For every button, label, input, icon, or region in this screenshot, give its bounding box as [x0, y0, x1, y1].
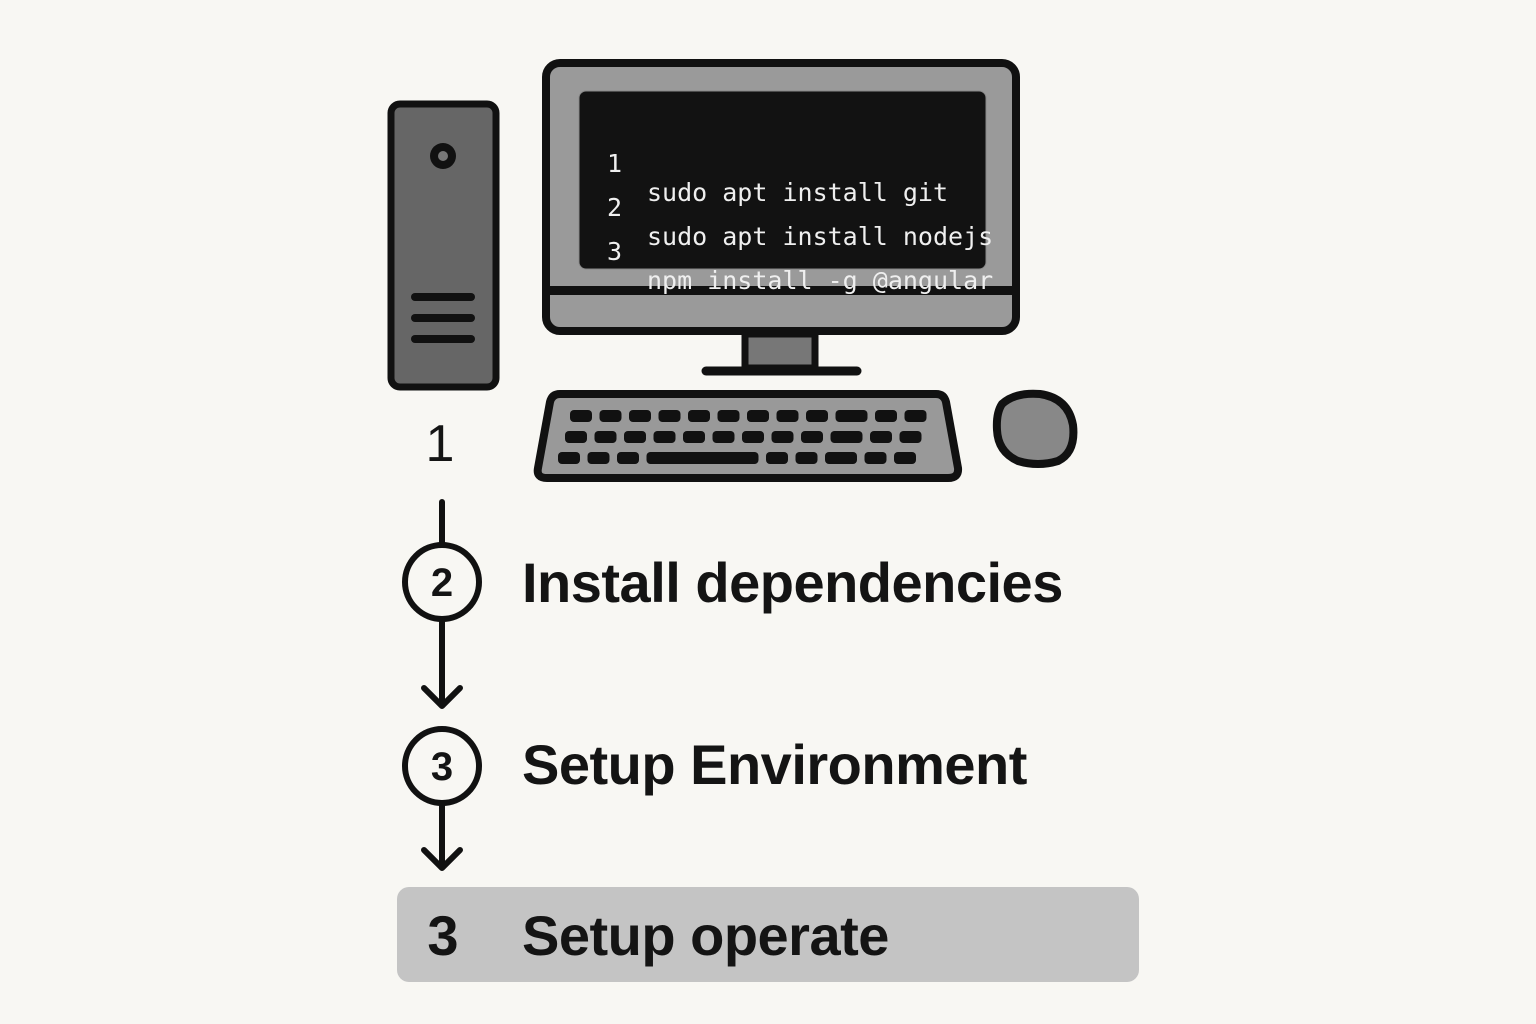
keyboard-key: [801, 431, 823, 443]
keyboard-key: [658, 410, 681, 422]
keyboard-key: [899, 431, 922, 443]
keyboard-key: [617, 452, 639, 464]
monitor-icon: [542, 59, 1020, 376]
keyboard-key: [570, 410, 592, 422]
command: sudo apt install git: [647, 178, 949, 207]
keyboard-key: [688, 410, 710, 422]
step-number: 3: [427, 904, 459, 967]
keyboard-key: [629, 410, 651, 422]
keyboard-key: [795, 452, 818, 464]
keyboard-key: [558, 452, 580, 464]
mouse-icon: [992, 389, 1078, 468]
keyboard-key: [864, 452, 887, 464]
keyboard-key: [870, 431, 892, 443]
keyboard-key: [587, 452, 610, 464]
keyboard-key: [594, 431, 617, 443]
keyboard-key: [904, 410, 927, 422]
keyboard-key: [599, 410, 622, 422]
step-label: Install dependencies: [522, 551, 1063, 614]
keyboard-key: [806, 410, 828, 422]
step-label: Setup operate: [522, 904, 889, 967]
keyboard-key: [712, 431, 735, 443]
keyboard-icon: [533, 390, 963, 482]
keyboard-key: [771, 431, 794, 443]
command: npm install -g @angular: [647, 266, 994, 295]
keyboard-key: [830, 431, 863, 443]
keyboard-key: [683, 431, 705, 443]
keyboard-key: [653, 431, 676, 443]
terminal-line: 3 npm install -g @angular: [0, 208, 993, 324]
line-number: 1: [607, 149, 623, 178]
line-number: 2: [607, 193, 623, 222]
step-label: Setup Environment: [522, 733, 1027, 796]
keyboard-key: [894, 452, 916, 464]
step-number: 3: [430, 745, 454, 789]
keyboard-key: [565, 431, 587, 443]
keyboard-key: [747, 410, 769, 422]
keyboard-key: [875, 410, 897, 422]
arrowhead-icon: [421, 685, 463, 709]
command: sudo apt install nodejs: [647, 222, 994, 251]
keyboard-key: [646, 452, 759, 464]
computer-tower-icon: [387, 100, 500, 391]
keyboard-key: [825, 452, 857, 464]
terminal-line: 2 sudo apt install nodejs: [0, 164, 993, 280]
keyboard-key: [624, 431, 646, 443]
arrowhead-icon: [421, 847, 463, 871]
keyboard-key: [717, 410, 740, 422]
terminal-line: 1 sudo apt install git: [0, 120, 948, 236]
keyboard-key: [766, 452, 788, 464]
keyboard-key: [742, 431, 764, 443]
keyboard-key: [776, 410, 799, 422]
keyboard-key: [835, 410, 868, 422]
step-number: 2: [430, 561, 454, 605]
tower-label: 1: [425, 415, 455, 473]
highlighted-step: [397, 887, 1139, 982]
line-number: 3: [607, 237, 623, 266]
